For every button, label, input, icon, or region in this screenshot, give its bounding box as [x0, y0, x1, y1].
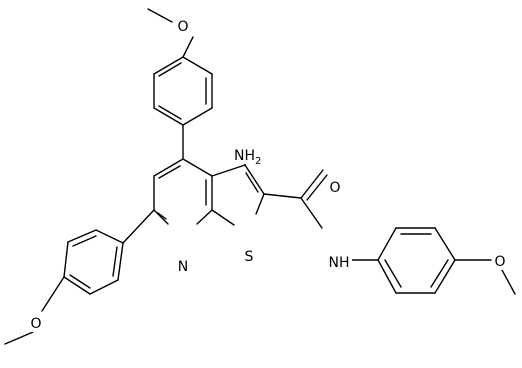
oxygen-methoxy-right: O	[494, 254, 505, 270]
pyridine-ring	[153, 158, 213, 225]
atom-labels: O NH2 O N S NH O O	[28, 17, 508, 332]
bond	[501, 269, 516, 295]
amino-n: N	[234, 148, 244, 164]
top-phenyl-ring	[153, 56, 213, 126]
nitrogen-pyridine: N	[178, 259, 188, 275]
bond	[122, 209, 155, 244]
sulfur-thiophene: S	[245, 249, 254, 265]
oxygen-methoxy-top: O	[177, 19, 188, 35]
bond	[147, 8, 173, 23]
left-phenyl-ring	[63, 229, 124, 295]
amino-label: NH2	[234, 148, 261, 167]
amino-h: H	[244, 148, 255, 164]
amide-nh: NH	[329, 255, 350, 271]
bond	[41, 276, 65, 312]
bond	[263, 193, 302, 199]
right-phenyl-ring	[377, 227, 456, 294]
amino-subscript: 2	[255, 156, 261, 167]
bond	[300, 197, 323, 229]
bond	[300, 169, 324, 199]
bond	[182, 36, 194, 58]
oxygen-carbonyl: O	[329, 180, 340, 196]
bond	[4, 331, 34, 345]
bond	[306, 174, 328, 201]
oxygen-methoxy-left: O	[30, 316, 41, 332]
thiophene-ring	[211, 164, 265, 226]
bonds	[4, 8, 516, 345]
